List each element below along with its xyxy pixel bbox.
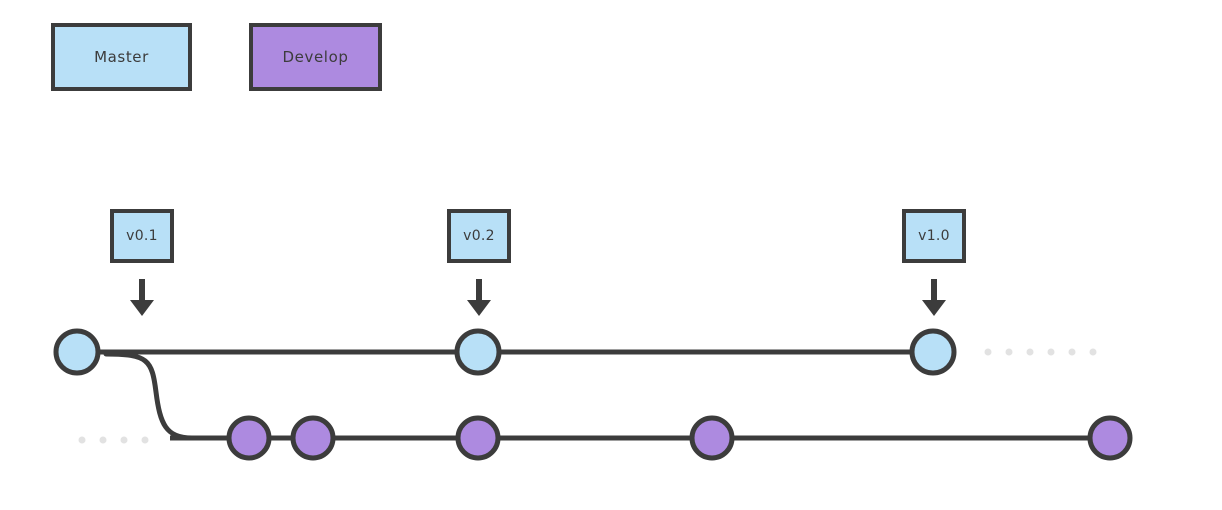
commit-node-develop-1[interactable] — [226, 415, 272, 461]
tag-label: v0.2 — [463, 228, 495, 244]
branch-off-curve — [103, 351, 195, 441]
tag-label: v0.1 — [126, 228, 158, 244]
develop-leading-dots — [78, 436, 149, 444]
develop-commits — [226, 415, 1133, 461]
tag-v0-1[interactable]: v0.1 — [110, 209, 174, 263]
legend-master[interactable]: Master — [51, 23, 192, 91]
commit-node-develop-5[interactable] — [1087, 415, 1133, 461]
commit-node-master-1[interactable] — [53, 328, 101, 376]
commit-node-develop-3[interactable] — [455, 415, 501, 461]
commit-node-develop-2[interactable] — [290, 415, 336, 461]
commit-node-develop-4[interactable] — [689, 415, 735, 461]
master-trailing-dots — [984, 348, 1097, 356]
down-arrow-icon-v01 — [130, 279, 154, 316]
legend-develop[interactable]: Develop — [249, 23, 382, 91]
legend-master-label: Master — [94, 48, 149, 66]
commit-node-master-3[interactable] — [909, 328, 957, 376]
tag-label: v1.0 — [918, 228, 950, 244]
tag-v0-2[interactable]: v0.2 — [447, 209, 511, 263]
commit-node-master-2[interactable] — [454, 328, 502, 376]
down-arrow-icon-v10 — [922, 279, 946, 316]
master-commits — [53, 328, 957, 376]
tag-arrows — [130, 279, 946, 316]
down-arrow-icon-v02 — [467, 279, 491, 316]
legend-develop-label: Develop — [282, 48, 349, 66]
tag-v1-0[interactable]: v1.0 — [902, 209, 966, 263]
